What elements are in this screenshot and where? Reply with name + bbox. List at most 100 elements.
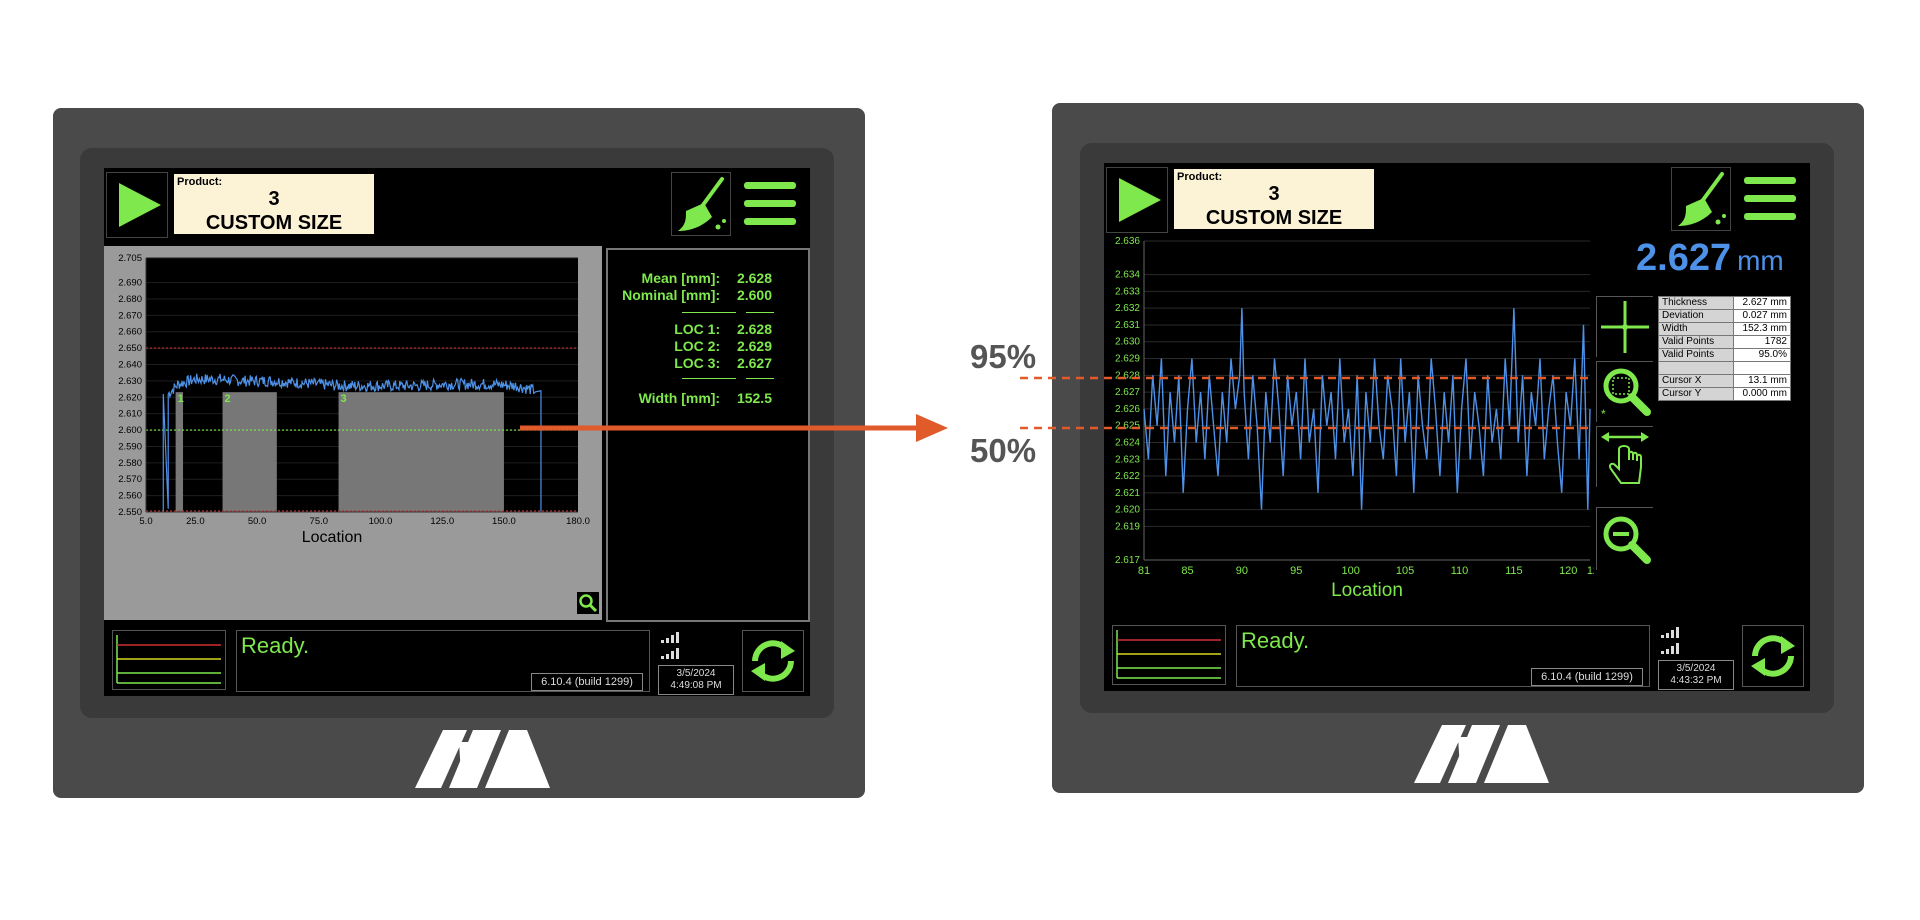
lower-percent-label: 50% [970, 432, 1037, 469]
clean-button[interactable] [671, 172, 731, 236]
signal-strength-icon [661, 632, 679, 659]
x-tick-label: 75.0 [310, 516, 329, 527]
date-label: 3/5/2024 [676, 668, 716, 679]
y-tick-label: 2.640 [118, 360, 142, 371]
y-tick-label: 2.610 [118, 409, 142, 420]
stat-nominal: Nominal [mm]: 2.600 [622, 287, 772, 303]
stat-mean: Mean [mm]: 2.628 [641, 270, 772, 286]
y-tick-label: 2.620 [118, 392, 142, 403]
y-tick-label: 2.650 [118, 343, 142, 354]
y-tick-label: 2.624 [1115, 437, 1140, 448]
arrow-connector [520, 414, 948, 442]
y-tick-label: 2.621 [1115, 488, 1140, 499]
y-tick-label: 2.630 [118, 376, 142, 387]
product-box[interactable]: Product: 3 CUSTOM SIZE [1174, 169, 1374, 229]
region-label: 1 [178, 393, 184, 405]
upper-percent-label: 95% [970, 338, 1037, 375]
y-tick-label: 2.634 [1115, 270, 1140, 281]
x-tick-label: 122 [1587, 565, 1594, 577]
y-tick-label: 2.619 [1115, 521, 1140, 532]
crosshair-button[interactable] [1596, 296, 1653, 357]
product-box[interactable]: Product: 3 CUSTOM SIZE [174, 174, 374, 234]
stats-panel: Mean [mm]: 2.628 Nominal [mm]: 2.600 LOC… [606, 248, 810, 622]
y-tick-label: 2.625 [1115, 421, 1140, 432]
product-number: 3 [1268, 183, 1280, 205]
zoom-in-icon[interactable] [577, 592, 599, 614]
pan-button[interactable] [1596, 426, 1653, 487]
broom-icon [1678, 172, 1726, 226]
datetime-box: 3/5/2024 4:43:32 PM [1658, 660, 1734, 690]
percent-guide-lines [1020, 376, 1588, 430]
x-tick-label: 180.0 [566, 516, 590, 527]
product-label: Product: [1177, 171, 1223, 183]
x-tick-label: 5.0 [139, 516, 152, 527]
divider [746, 378, 774, 379]
trend-thumbnail[interactable] [1112, 625, 1226, 685]
table-value: 0.000 mm [1733, 387, 1791, 401]
y-tick-label: 2.617 [1115, 555, 1140, 566]
trend-icon [116, 635, 221, 684]
trend-thumbnail[interactable] [112, 630, 226, 690]
signal-strength-icon [1661, 627, 1679, 654]
time-label: 4:49:08 PM [670, 680, 722, 691]
zoomed-profile-chart[interactable]: 2.6362.6342.6332.6322.6312.6302.6292.628… [1104, 233, 1594, 618]
measurement-region [175, 392, 184, 512]
status-panel: Ready. 6.10.4 (build 1299) [236, 630, 650, 692]
time-label: 4:43:32 PM [1670, 675, 1722, 686]
y-tick-label: 2.590 [118, 441, 142, 452]
status-panel: Ready. 6.10.4 (build 1299) [1236, 625, 1650, 687]
version-label: 6.10.4 (build 1299) [1531, 668, 1643, 686]
zoom-region-button[interactable]: * [1596, 361, 1653, 422]
table-key: Width [1658, 322, 1734, 336]
y-tick-label: 2.705 [118, 253, 142, 264]
measurement-region [338, 392, 504, 512]
brand-logo [1414, 725, 1549, 783]
play-icon [1119, 178, 1161, 222]
table-key [1658, 361, 1734, 375]
table-key: Thickness [1658, 296, 1734, 310]
x-tick-label: 115 [1505, 565, 1523, 577]
crosshair-icon [1601, 301, 1649, 353]
clean-button[interactable] [1671, 167, 1731, 231]
product-number: 3 [268, 188, 280, 210]
x-tick-label: 125.0 [430, 516, 454, 527]
x-tick-label: 25.0 [186, 516, 205, 527]
x-axis-label: Location [1331, 580, 1403, 601]
brand-logo [415, 730, 550, 788]
status-text: Ready. [241, 633, 310, 658]
play-button[interactable] [1106, 167, 1168, 233]
x-tick-label: 90 [1236, 565, 1248, 577]
play-button[interactable] [106, 172, 168, 238]
y-tick-label: 2.628 [1115, 370, 1140, 381]
y-tick-label: 2.632 [1115, 303, 1140, 314]
refresh-icon [1751, 635, 1795, 677]
y-tick-label: 2.560 [118, 491, 142, 502]
refresh-button[interactable] [742, 630, 804, 692]
menu-icon[interactable] [1744, 177, 1796, 221]
stat-loc1: LOC 1: 2.628 [674, 321, 772, 337]
product-name: CUSTOM SIZE [205, 212, 343, 234]
y-tick-label: 2.570 [118, 474, 142, 485]
x-tick-label: 50.0 [248, 516, 266, 527]
y-tick-label: 2.580 [118, 458, 142, 469]
divider [746, 312, 774, 313]
x-tick-label: 85 [1181, 565, 1193, 577]
table-key: Deviation [1658, 309, 1734, 323]
y-tick-label: 2.629 [1115, 354, 1140, 365]
y-tick-label: 2.550 [118, 507, 142, 518]
table-key: Valid Points [1658, 335, 1734, 349]
refresh-button[interactable] [1742, 625, 1804, 687]
y-tick-label: 2.631 [1115, 320, 1140, 331]
thickness-unit: mm [1737, 245, 1784, 276]
table-key: Cursor X [1658, 374, 1734, 388]
zoom-out-button[interactable] [1596, 507, 1653, 570]
table-value [1733, 361, 1791, 375]
menu-icon[interactable] [744, 182, 796, 226]
